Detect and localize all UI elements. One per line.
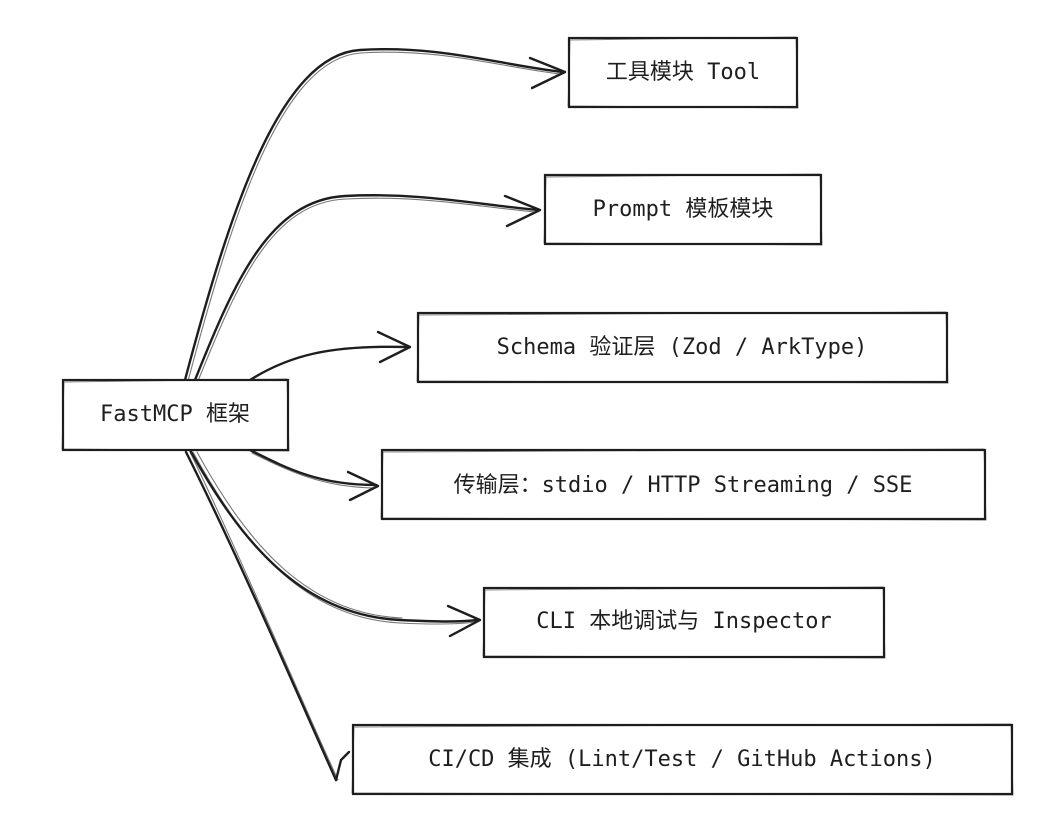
node-prompt: Prompt 模板模块 bbox=[543, 173, 823, 246]
root-node-label: FastMCP 框架 bbox=[100, 402, 250, 427]
edge-root-transport bbox=[248, 448, 380, 502]
node-prompt-label: Prompt 模板模块 bbox=[593, 197, 774, 222]
node-transport: 传输层：stdio / HTTP Streaming / SSE bbox=[380, 448, 987, 521]
edge-root-tool bbox=[183, 48, 567, 382]
node-tool-label: 工具模块 Tool bbox=[606, 60, 760, 85]
edge-root-prompt bbox=[193, 194, 542, 382]
node-tool: 工具模块 Tool bbox=[567, 36, 799, 109]
node-schema: Schema 验证层 (Zod / ArkType) bbox=[416, 311, 949, 384]
node-transport-label: 传输层：stdio / HTTP Streaming / SSE bbox=[454, 473, 913, 498]
node-cicd-label: CI/CD 集成 (Lint/Test / GitHub Actions) bbox=[428, 747, 936, 772]
edge-root-cli bbox=[188, 448, 482, 638]
edge-root-schema bbox=[248, 330, 412, 382]
edge-root-cicd bbox=[184, 450, 351, 782]
node-schema-label: Schema 验证层 (Zod / ArkType) bbox=[497, 335, 868, 360]
node-cicd: CI/CD 集成 (Lint/Test / GitHub Actions) bbox=[351, 723, 1014, 796]
root-node: FastMCP 框架 bbox=[61, 378, 290, 452]
node-cli-label: CLI 本地调试与 Inspector bbox=[536, 609, 831, 634]
node-cli: CLI 本地调试与 Inspector bbox=[482, 586, 886, 659]
connectors bbox=[183, 48, 567, 782]
